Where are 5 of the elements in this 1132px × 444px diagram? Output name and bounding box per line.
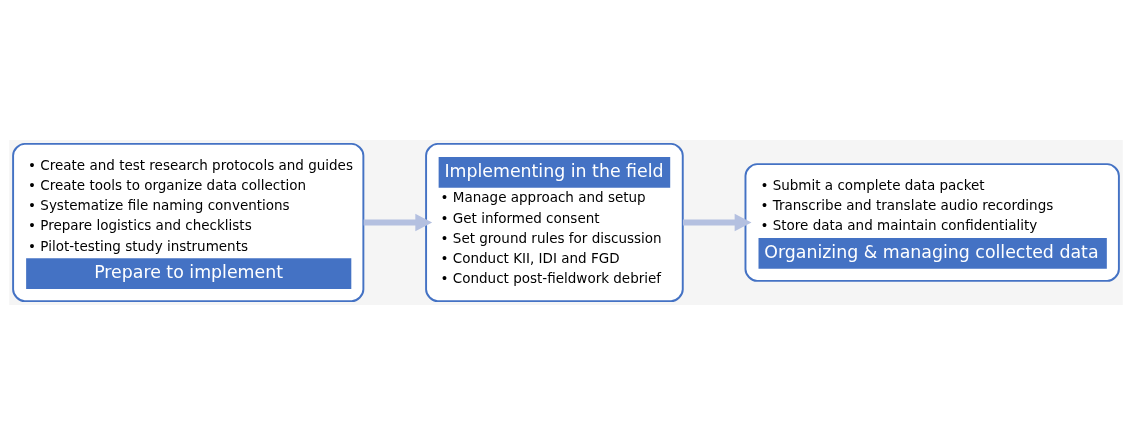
arrow (682, 213, 752, 231)
node-box: Implementing in the field • Manage approach and setup • Get informed consent • Set ground rules for discussion • Conduct KII, IDI and FGD • Conduct post-fieldwork debrief (425, 142, 684, 302)
node-box: • Create and test research protocols and guides • Create tools to organize data collection • Systematize file naming conventions • Prepare logistics and checklists • Pilot-testing study instruments Prepare to implement (12, 142, 365, 302)
arrow (363, 213, 433, 231)
node-box: • Submit a complete data packet • Transcribe and translate audio recordings • Store data and maintain confidentiality Organizing & managing collected data (744, 162, 1120, 282)
